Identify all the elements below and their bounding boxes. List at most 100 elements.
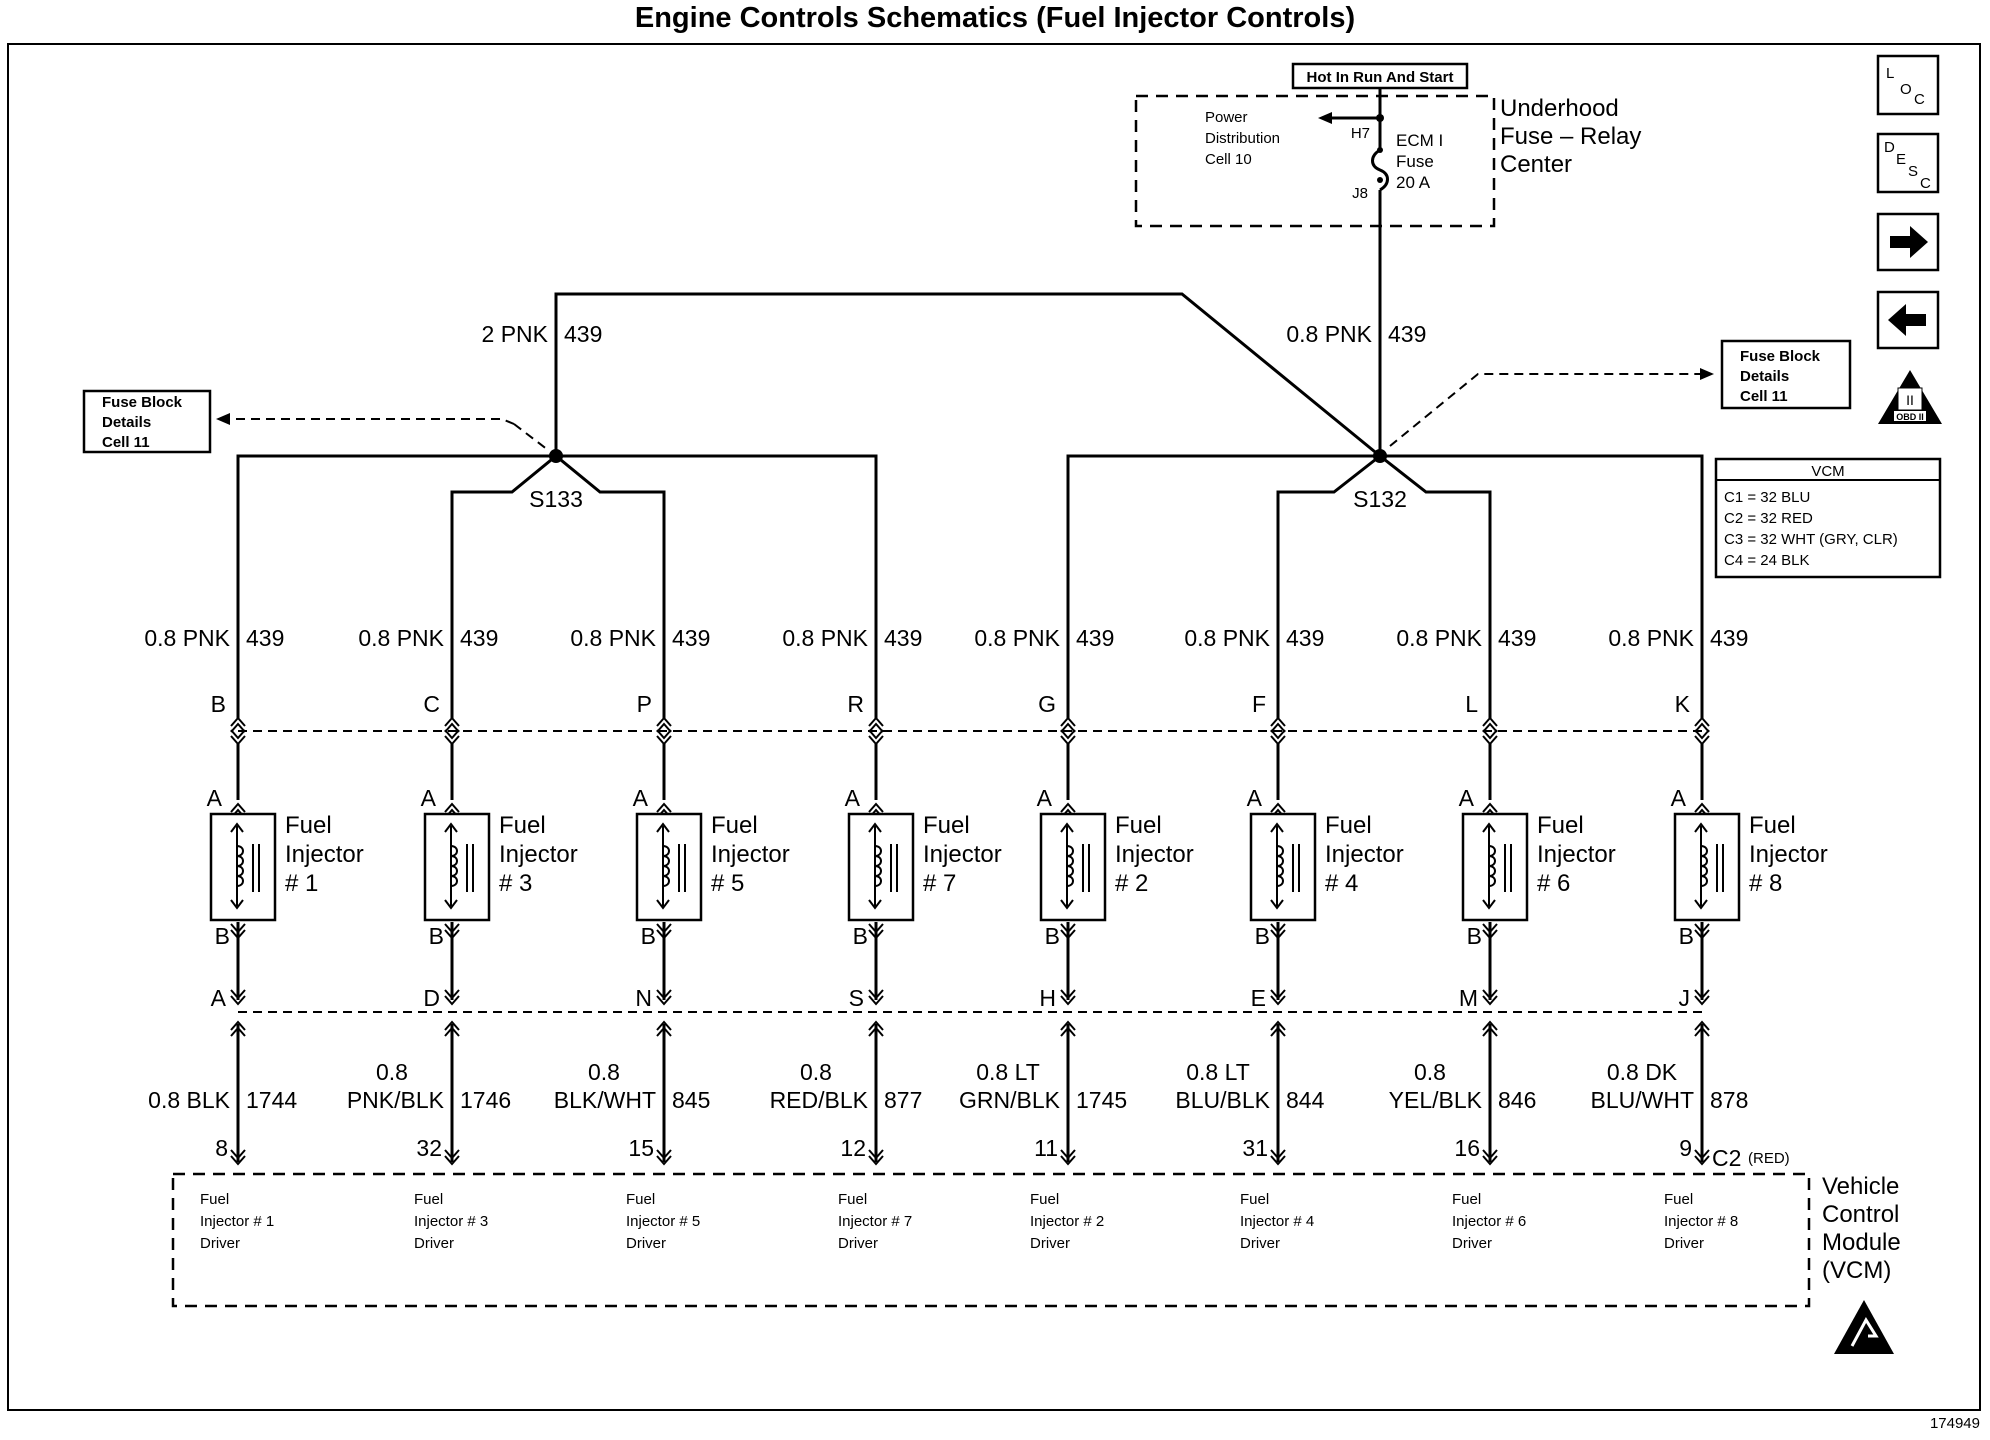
injector-6-vcm-pin-connector-icon bbox=[1482, 1149, 1498, 1166]
injector-8-vcm-pin: 9 bbox=[1679, 1135, 1692, 1161]
injector-4-pin-a: A bbox=[1247, 785, 1263, 811]
injector-3-vcm-pin: 32 bbox=[416, 1135, 442, 1161]
injector-7-top-connector-pin: R bbox=[847, 691, 864, 717]
injector-3-bottom-connector-icon bbox=[444, 989, 460, 1006]
injector-4-pin-b: B bbox=[1255, 923, 1270, 949]
injector-7-number: # 7 bbox=[923, 870, 956, 897]
vehicle-control-module bbox=[171, 1172, 1811, 1308]
injector-8-supply-wire-label: 0.8 PNK bbox=[1608, 625, 1694, 651]
injector-5-number: # 5 bbox=[711, 870, 744, 897]
injector-8-driver-wire-size: 0.8 DK bbox=[1607, 1059, 1678, 1085]
injector-7-top-connector-mate-icon bbox=[868, 729, 884, 746]
loc-letter-o: O bbox=[1900, 81, 1912, 98]
injector-1-pin-b: B bbox=[215, 923, 230, 949]
underhood-fuse-relay-center bbox=[1134, 94, 1496, 228]
fuse-block-details-left[interactable] bbox=[82, 389, 212, 454]
fuse-block-right-label-1: Fuse Block bbox=[1740, 348, 1821, 365]
injector-4-top-connector-icon bbox=[1270, 716, 1286, 733]
injector-4-vcm-pin: 31 bbox=[1242, 1135, 1268, 1161]
injector-5-label-injector: Injector bbox=[711, 841, 790, 868]
previous-page-button[interactable] bbox=[1876, 290, 1940, 350]
injector-1-vcm-pin: 8 bbox=[215, 1135, 228, 1161]
fuse-block-left-label-2: Details bbox=[102, 414, 151, 431]
injector-7-driver-label-2: Injector # 7 bbox=[838, 1213, 912, 1230]
fuse-block-details-right[interactable] bbox=[1720, 339, 1852, 410]
injector-8-coil-icon bbox=[1700, 845, 1708, 887]
injector-8-driver-circuit: 878 bbox=[1710, 1087, 1748, 1113]
injector-1-coil-icon bbox=[236, 845, 244, 887]
vcm-label-1: Vehicle bbox=[1822, 1173, 1899, 1200]
injector-3-pin-b-connector-icon bbox=[444, 923, 460, 940]
injector-6-top-connector-icon bbox=[1482, 716, 1498, 733]
injector-7-label-fuel: Fuel bbox=[923, 812, 970, 839]
injector-1-driver-label-3: Driver bbox=[200, 1235, 240, 1252]
injector-5-vcm-pin-connector-icon bbox=[656, 1149, 672, 1166]
injector-8-driver-wire-color: BLU/WHT bbox=[1591, 1087, 1695, 1113]
injector-4-label-fuel: Fuel bbox=[1325, 812, 1372, 839]
injector-2-number: # 2 bbox=[1115, 870, 1148, 897]
injector-1-driver-circuit: 1744 bbox=[246, 1087, 297, 1113]
injector-1-pin-b-connector-icon bbox=[230, 923, 246, 940]
injector-5-body bbox=[635, 812, 703, 922]
injector-8-supply-circuit: 439 bbox=[1710, 625, 1748, 651]
injector-2-pin-b-connector-icon bbox=[1060, 923, 1076, 940]
injector-1-label-fuel: Fuel bbox=[285, 812, 332, 839]
injector-8-top-connector-pin: K bbox=[1675, 691, 1691, 717]
injector-1-driver-wire-label: 0.8 BLK bbox=[148, 1087, 230, 1113]
fuse-block-right-label-2: Details bbox=[1740, 368, 1789, 385]
injector-3-pin-b: B bbox=[429, 923, 444, 949]
injector-6-supply-circuit: 439 bbox=[1498, 625, 1536, 651]
desc-letter-e: E bbox=[1896, 151, 1906, 168]
fuse-in-pin: H7 bbox=[1351, 125, 1370, 142]
fuse-out-pin: J8 bbox=[1352, 185, 1368, 202]
injector-7-bottom-connector-pin: S bbox=[849, 985, 864, 1011]
right-feed-circuit: 439 bbox=[1388, 321, 1426, 347]
injector-5-vcm-pin: 15 bbox=[628, 1135, 654, 1161]
injector-7-body bbox=[847, 812, 915, 922]
description-button[interactable]: D E S C bbox=[1876, 132, 1940, 194]
injector-8-label-injector: Injector bbox=[1749, 841, 1828, 868]
injector-2-top-connector-pin: G bbox=[1038, 691, 1056, 717]
injector-1-supply-wire-label: 0.8 PNK bbox=[144, 625, 230, 651]
vcm-legend bbox=[1714, 457, 1942, 579]
arrow-left-icon bbox=[1888, 304, 1926, 336]
injector-8-top-connector-mate-icon bbox=[1694, 729, 1710, 746]
vcm-legend-row-3: C3 = 32 WHT (GRY, CLR) bbox=[1724, 531, 1898, 548]
injector-2-supply-wire-label: 0.8 PNK bbox=[974, 625, 1060, 651]
fuse-center-label-1: Underhood bbox=[1500, 95, 1619, 122]
injector-8-driver-label-2: Injector # 8 bbox=[1664, 1213, 1738, 1230]
loc-letter-c: C bbox=[1914, 91, 1925, 108]
injector-8-pin-a: A bbox=[1671, 785, 1687, 811]
injector-4-supply-circuit: 439 bbox=[1286, 625, 1324, 651]
injector-1-body bbox=[209, 812, 277, 922]
injector-3-label-fuel: Fuel bbox=[499, 812, 546, 839]
fuse-center-label-3: Center bbox=[1500, 151, 1572, 178]
injector-2-coil-icon bbox=[1066, 845, 1074, 887]
injector-6-pin-b: B bbox=[1467, 923, 1482, 949]
next-page-button[interactable] bbox=[1876, 212, 1940, 272]
injector-4-coil-icon bbox=[1276, 845, 1284, 887]
injector-3-bottom-connector-pin: D bbox=[423, 985, 440, 1011]
injector-7-label-injector: Injector bbox=[923, 841, 1002, 868]
injector-3-supply-wire-label: 0.8 PNK bbox=[358, 625, 444, 651]
injector-2-driver-label-3: Driver bbox=[1030, 1235, 1070, 1252]
injector-7-pin-a: A bbox=[845, 785, 861, 811]
arrow-right-icon bbox=[1890, 226, 1928, 258]
injector-6-bottom-connector-pin: M bbox=[1459, 985, 1478, 1011]
injector-3-top-connector-pin: C bbox=[423, 691, 440, 717]
fuse-center-label-2: Fuse – Relay bbox=[1500, 123, 1641, 150]
injector-6-driver-wire-color: YEL/BLK bbox=[1389, 1087, 1483, 1113]
injector-2-label-fuel: Fuel bbox=[1115, 812, 1162, 839]
power-distribution-label-3: Cell 10 bbox=[1205, 151, 1252, 168]
injector-2-vcm-pin: 11 bbox=[1034, 1135, 1058, 1161]
injector-2-vcm-pin-connector-icon bbox=[1060, 1149, 1076, 1166]
injector-5-bottom-connector-pin: N bbox=[635, 985, 652, 1011]
injector-6-bottom-connector-mate-icon bbox=[1482, 1020, 1498, 1037]
injector-3-driver-wire-color: PNK/BLK bbox=[347, 1087, 445, 1113]
vcm-connector-label: C2 bbox=[1712, 1145, 1741, 1171]
fuse-block-left-label-1: Fuse Block bbox=[102, 394, 183, 411]
location-button[interactable]: L O C bbox=[1876, 54, 1940, 116]
injector-8-number: # 8 bbox=[1749, 870, 1782, 897]
injector-6-top-connector-mate-icon bbox=[1482, 729, 1498, 746]
left-feed-circuit: 439 bbox=[564, 321, 602, 347]
